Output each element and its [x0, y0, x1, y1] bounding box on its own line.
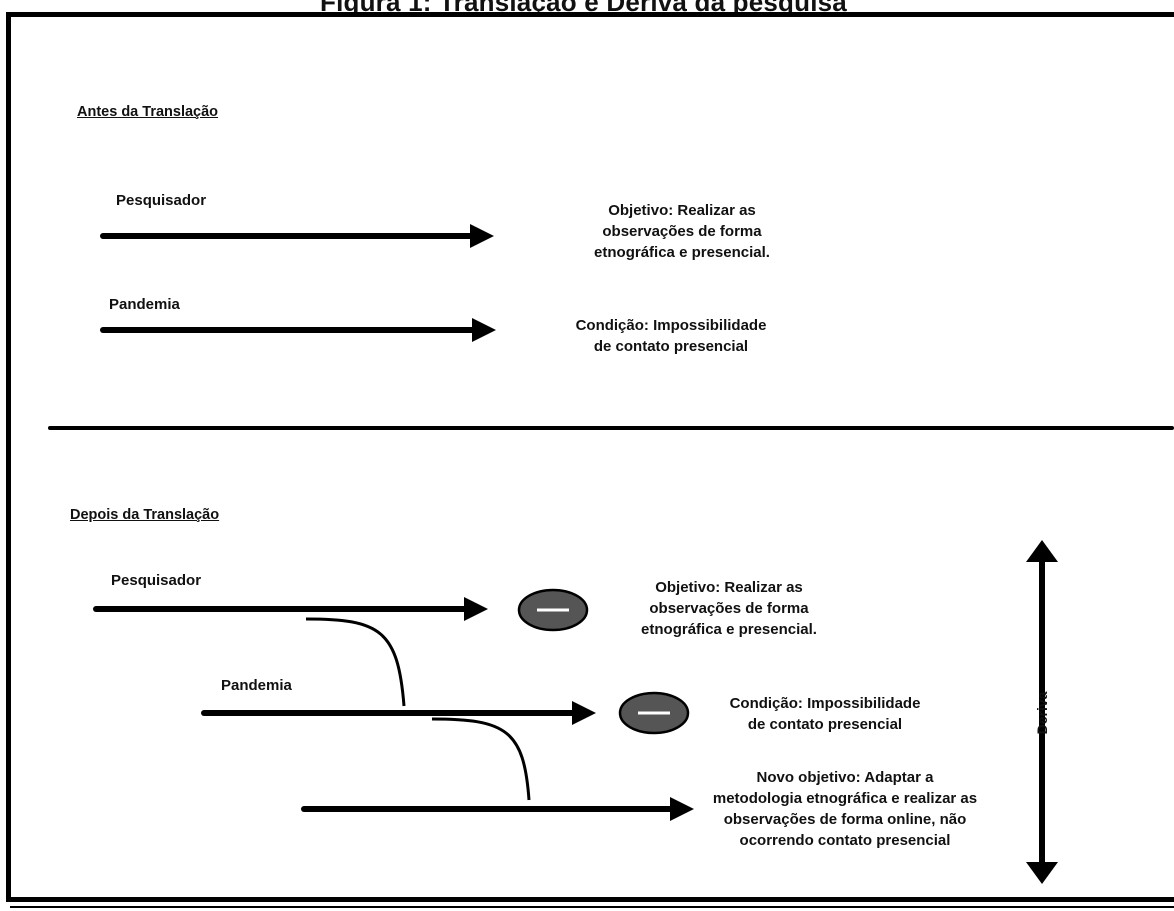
blocked-oval-icon	[517, 588, 589, 632]
new-goal-description: Novo objetivo: Adaptar a metodologia etn…	[713, 767, 977, 851]
drift-double-arrow	[1026, 540, 1058, 884]
before-researcher-description: Objetivo: Realizar as observações de for…	[594, 200, 770, 263]
after-pandemic-label: Pandemia	[221, 677, 292, 694]
desc-line: Condição: Impossibilidade	[729, 695, 921, 712]
drift-label: Deriva	[1034, 691, 1050, 735]
diagram-frame	[6, 12, 1174, 902]
before-pandemic-arrow	[100, 318, 496, 342]
desc-line: Objetivo: Realizar as	[655, 579, 803, 596]
blocked-oval-icon	[618, 691, 690, 735]
frame-bottom-edge	[10, 906, 1174, 908]
after-researcher-arrow	[93, 597, 488, 621]
desc-line: Objetivo: Realizar as	[608, 202, 756, 219]
before-pandemic-description: Condição: Impossibilidade de contato pre…	[576, 315, 767, 357]
desc-line: metodologia etnográfica e realizar as	[712, 790, 978, 807]
before-researcher-label: Pesquisador	[116, 192, 207, 209]
desc-line: etnográfica e presencial.	[594, 244, 770, 261]
before-researcher-arrow	[100, 224, 494, 248]
desc-line: observações de forma online, não	[723, 811, 967, 828]
desc-line: observações de forma	[602, 223, 762, 240]
desc-line: ocorrendo contato presencial	[739, 832, 951, 849]
desc-line: de contato presencial	[747, 716, 903, 733]
desc-line: Condição: Impossibilidade	[575, 317, 767, 334]
after-pandemic-arrow	[201, 701, 596, 725]
deflection-curve-2	[431, 717, 531, 801]
after-researcher-label: Pesquisador	[111, 572, 202, 589]
before-pandemic-label: Pandemia	[109, 296, 180, 313]
desc-line: observações de forma	[649, 600, 809, 617]
section-divider	[48, 426, 1174, 430]
before-section-title: Antes da Translação	[77, 104, 219, 120]
after-researcher-description: Objetivo: Realizar as observações de for…	[641, 577, 817, 640]
desc-line: etnográfica e presencial.	[641, 621, 817, 638]
desc-line: Novo objetivo: Adaptar a	[756, 769, 934, 786]
after-pandemic-description: Condição: Impossibilidade de contato pre…	[730, 693, 921, 735]
deflection-curve-1	[305, 617, 406, 707]
new-goal-arrow	[301, 797, 694, 821]
after-section-title: Depois da Translação	[70, 507, 220, 523]
desc-line: de contato presencial	[593, 338, 749, 355]
